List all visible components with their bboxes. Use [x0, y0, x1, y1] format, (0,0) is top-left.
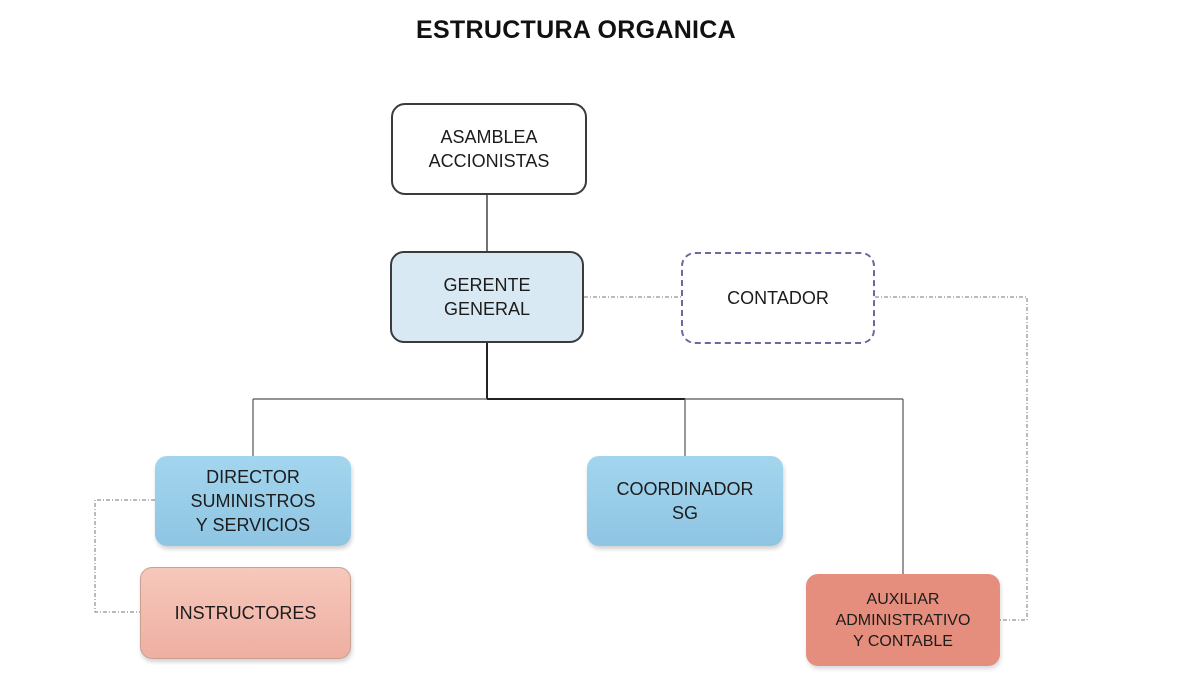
node-auxiliar-administrativo: AUXILIAR ADMINISTRATIVO Y CONTABLE: [806, 574, 1000, 666]
node-label: DIRECTOR SUMINISTROS Y SERVICIOS: [190, 467, 316, 535]
node-label: AUXILIAR ADMINISTRATIVO Y CONTABLE: [835, 590, 971, 650]
node-asamblea-accionistas: ASAMBLEA ACCIONISTAS: [391, 103, 587, 195]
node-contador: CONTADOR: [681, 252, 875, 344]
edge-contador-auxiliar: [875, 296, 1028, 621]
node-label: INSTRUCTORES: [174, 603, 317, 623]
node-label: COORDINADOR SG: [616, 479, 754, 523]
edge-director-instructores: [94, 499, 155, 613]
node-instructores: INSTRUCTORES: [140, 567, 351, 659]
node-gerente-general: GERENTE GENERAL: [390, 251, 584, 343]
node-label: ASAMBLEA ACCIONISTAS: [428, 127, 550, 171]
node-label: GERENTE GENERAL: [443, 275, 531, 319]
diagram-title: ESTRUCTURA ORGANICA: [415, 16, 737, 44]
node-coordinador-sg: COORDINADOR SG: [587, 456, 783, 546]
node-label: CONTADOR: [727, 288, 829, 308]
node-director-suministros: DIRECTOR SUMINISTROS Y SERVICIOS: [155, 456, 351, 546]
